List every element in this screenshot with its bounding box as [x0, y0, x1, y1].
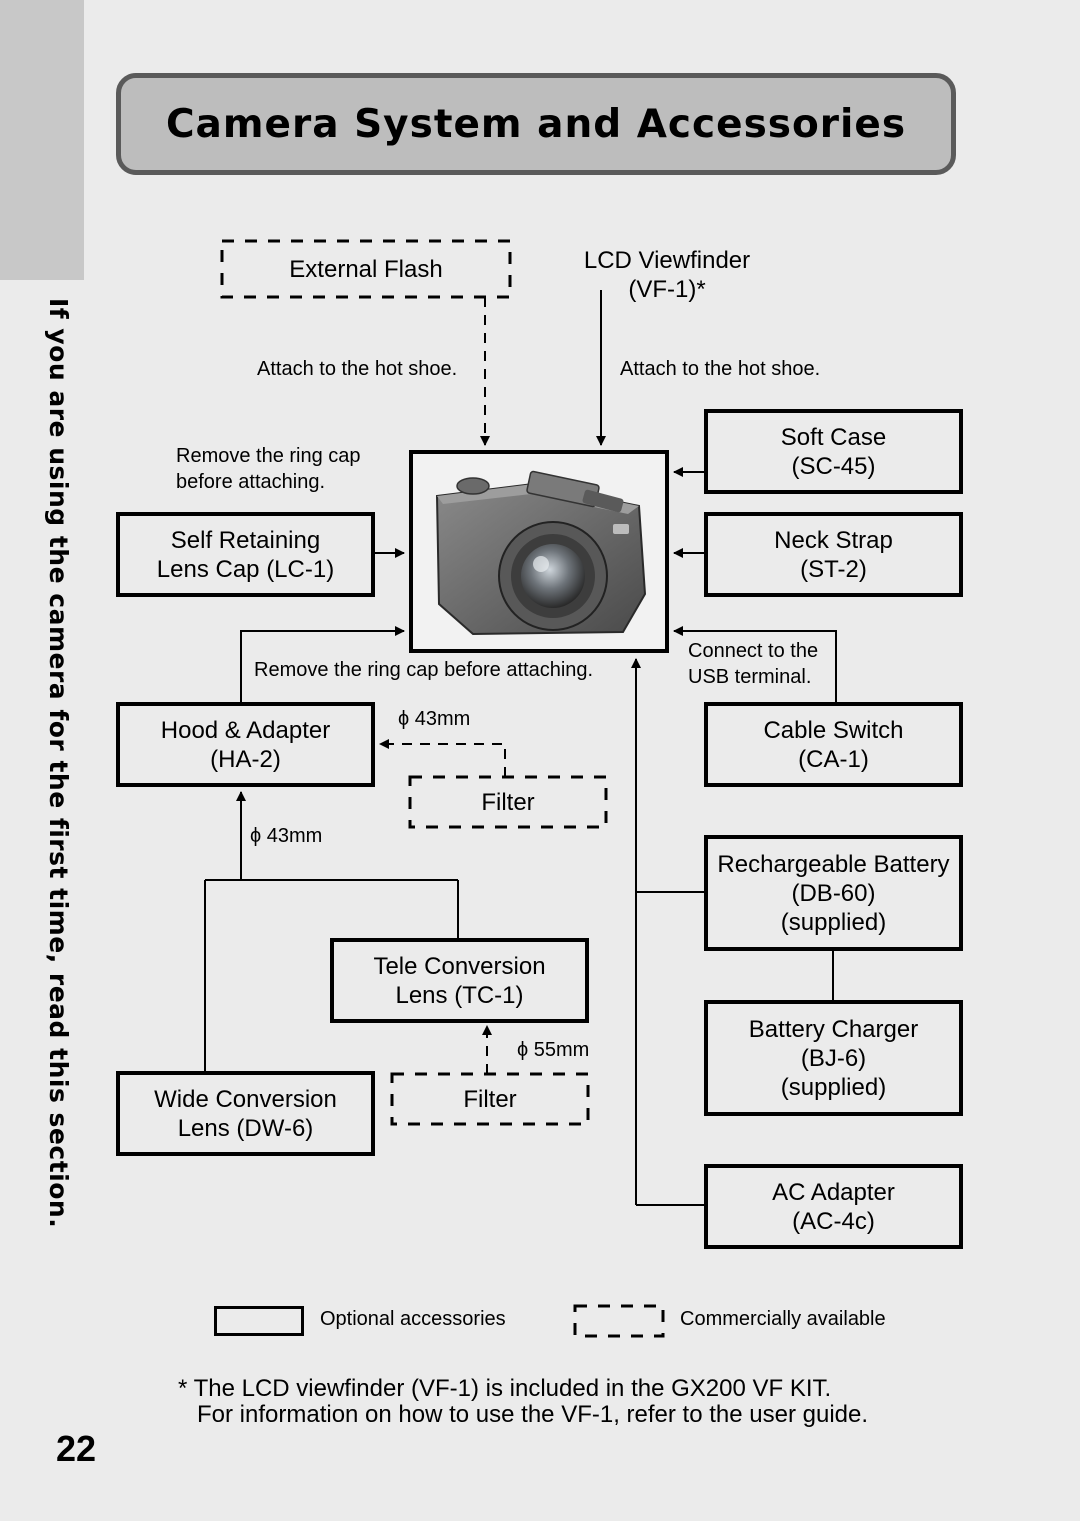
remove-ring-cap-note-hood: Remove the ring cap before attaching.	[254, 659, 594, 681]
hot-shoe-note-right: Attach to the hot shoe.	[620, 358, 821, 380]
cable-switch-line1: Cable Switch	[763, 716, 904, 744]
external-flash-outline	[220, 239, 512, 299]
self-retaining-lens-cap-line1: Self Retaining	[170, 526, 321, 554]
filter-lower-label: Filter	[463, 1085, 517, 1113]
rechargeable-battery-box: Rechargeable Battery (DB-60) (supplied)	[704, 835, 963, 951]
tele-conversion-line2: Lens (TC-1)	[395, 981, 524, 1009]
legend-commercial-label: Commercially available	[680, 1308, 886, 1330]
filter-hood-connector	[379, 739, 506, 777]
title-banner: Camera System and Accessories	[116, 73, 956, 175]
hot-shoe-note-left: Attach to the hot shoe.	[257, 358, 458, 380]
neck-strap-box: Neck Strap (ST-2)	[704, 512, 963, 597]
cable-switch-box: Cable Switch (CA-1)	[704, 702, 963, 787]
filter-upper-outline	[408, 775, 608, 829]
soft-case-box: Soft Case (SC-45)	[704, 409, 963, 494]
usb-note-line2: USB terminal.	[688, 666, 812, 688]
legend-dashed-outline	[573, 1304, 665, 1338]
neck-strap-line2: (ST-2)	[800, 555, 867, 583]
usb-note: Connect to the USB terminal.	[688, 638, 818, 690]
footnote-line1: * The LCD viewfinder (VF-1) is included …	[178, 1375, 832, 1402]
camera-image-frame	[409, 450, 669, 653]
footnote-line2: For information on how to use the VF-1, …	[197, 1401, 869, 1428]
filter-upper-label: Filter	[481, 788, 535, 816]
self-retaining-lens-cap-line2: Lens Cap (LC-1)	[156, 555, 335, 583]
ac-adapter-box: AC Adapter (AC-4c)	[704, 1164, 963, 1249]
camera-illustration	[435, 470, 647, 636]
legend-optional-label: Optional accessories	[320, 1308, 506, 1330]
external-flash-label: External Flash	[289, 255, 443, 283]
tele-conversion-lens-box: Tele Conversion Lens (TC-1)	[330, 938, 589, 1023]
external-flash-box: External Flash	[222, 241, 510, 297]
battery-line1: Rechargeable Battery	[717, 850, 950, 878]
footnote: * The LCD viewfinder (VF-1) is included …	[178, 1376, 868, 1428]
side-tab-text: If you are using the camera for the firs…	[44, 298, 73, 1229]
charger-line3: (supplied)	[780, 1073, 887, 1101]
wide-conversion-lens-box: Wide Conversion Lens (DW-6)	[116, 1071, 375, 1156]
battery-charger-box: Battery Charger (BJ-6) (supplied)	[704, 1000, 963, 1116]
soft-case-line2: (SC-45)	[791, 452, 876, 480]
neck-strap-line1: Neck Strap	[774, 526, 893, 554]
filter-lower-box: Filter	[392, 1074, 588, 1124]
wide-conversion-line1: Wide Conversion	[154, 1085, 337, 1113]
filter-lower-outline	[390, 1072, 590, 1126]
hood-adapter-line1: Hood & Adapter	[160, 716, 331, 744]
remove-ring-cap-line2: before attaching.	[176, 471, 325, 493]
legend-optional-swatch	[214, 1306, 304, 1336]
side-tab	[0, 0, 84, 280]
battery-line3: (supplied)	[780, 908, 887, 936]
page-number: 22	[56, 1428, 97, 1469]
diameter-43-hood-label: ϕ 43mm	[250, 825, 323, 847]
ac-adapter-line1: AC Adapter	[772, 1178, 895, 1206]
filter-upper-box: Filter	[410, 777, 606, 827]
charger-line2: (BJ-6)	[800, 1044, 867, 1072]
cable-switch-connector	[673, 626, 837, 702]
usb-note-line1: Connect to the	[688, 640, 819, 662]
self-retaining-lens-cap-box: Self Retaining Lens Cap (LC-1)	[116, 512, 375, 597]
ac-adapter-line2: (AC-4c)	[792, 1207, 875, 1235]
soft-case-line1: Soft Case	[780, 423, 887, 451]
wide-conversion-line2: Lens (DW-6)	[177, 1114, 314, 1142]
hood-adapter-box: Hood & Adapter (HA-2)	[116, 702, 375, 787]
remove-ring-cap-note: Remove the ring cap before attaching.	[176, 443, 361, 495]
lcd-viewfinder-label: LCD Viewfinder (VF-1)*	[567, 246, 767, 304]
battery-line2: (DB-60)	[791, 879, 876, 907]
remove-ring-cap-line1: Remove the ring cap	[176, 445, 361, 467]
hood-connector	[240, 626, 405, 702]
lcd-viewfinder-line1: LCD Viewfinder	[583, 247, 751, 274]
charger-line1: Battery Charger	[748, 1015, 919, 1043]
diameter-55-label: ϕ 55mm	[517, 1039, 590, 1061]
page-title: Camera System and Accessories	[165, 101, 907, 147]
tele-conversion-line1: Tele Conversion	[373, 952, 546, 980]
lcd-viewfinder-line2: (VF-1)*	[628, 276, 706, 303]
diameter-43-filter-label: ϕ 43mm	[398, 708, 471, 730]
hood-adapter-line2: (HA-2)	[210, 745, 281, 773]
cable-switch-line2: (CA-1)	[798, 745, 869, 773]
